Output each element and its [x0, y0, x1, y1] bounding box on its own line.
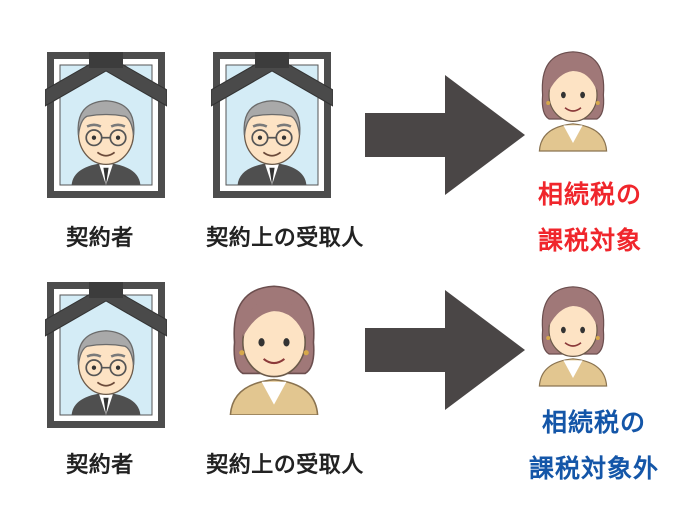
beneficiary-woman-icon: [229, 285, 319, 415]
arrow-right-icon: [365, 290, 525, 410]
result-line-2: 課税対象外: [528, 454, 660, 483]
policyholder-label: 契約者: [66, 226, 134, 251]
beneficiary-label: 契約上の受取人: [206, 226, 364, 251]
non-taxable-result: 相続税の 課税対象外: [529, 400, 659, 492]
policyholder-label: 契約者: [66, 453, 134, 478]
deceased-policyholder-portrait-icon: [45, 52, 167, 198]
result-line-1: 相続税の: [537, 180, 643, 209]
result-line-2: 課税対象: [537, 226, 643, 255]
heir-woman-icon: [538, 50, 608, 152]
row-2: [45, 282, 608, 428]
taxable-result: 相続税の 課税対象: [538, 172, 642, 264]
beneficiary-label: 契約上の受取人: [206, 453, 364, 478]
row-1: [45, 50, 608, 198]
deceased-beneficiary-portrait-icon: [211, 52, 333, 198]
arrow-right-icon: [365, 75, 525, 195]
heir-woman-icon: [538, 285, 608, 387]
deceased-policyholder-portrait-icon: [45, 282, 167, 428]
result-line-1: 相続税の: [541, 408, 647, 437]
